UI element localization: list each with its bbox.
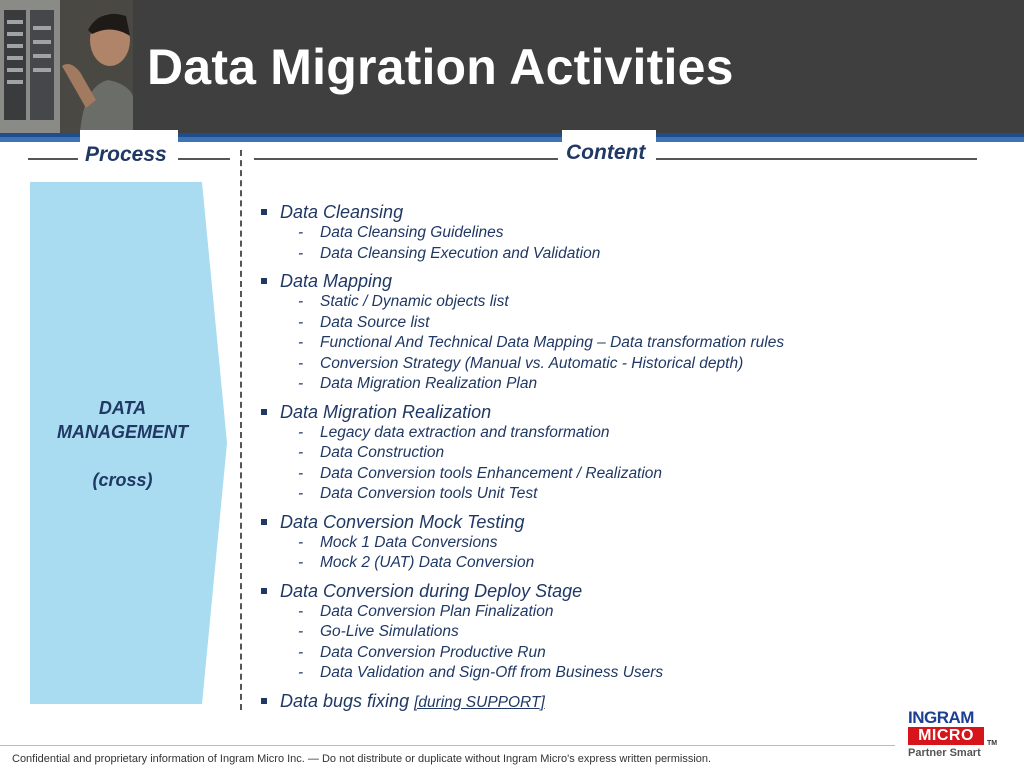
footer-rule <box>0 745 895 746</box>
group-title: Data Cleansing <box>280 202 404 222</box>
list-item: Data Conversion during Deploy Stage <box>258 580 998 602</box>
bullet-square-icon <box>261 278 267 284</box>
process-rule-right <box>178 158 230 160</box>
sub-item: -Go-Live Simulations <box>298 623 459 640</box>
sub-item: -Data Conversion tools Enhancement / Rea… <box>298 464 663 482</box>
sub-item: -Static / Dynamic objects list <box>298 293 509 310</box>
sub-item: -Functional And Technical Data Mapping –… <box>298 334 785 351</box>
sub-item: -Data Conversion Productive Run <box>298 643 546 661</box>
sub-item: -Data Conversion Plan Finalization <box>298 602 554 620</box>
sub-item-text: Conversion Strategy (Manual vs. Automati… <box>320 354 744 372</box>
sub-item: -Data Validation and Sign-Off from Busin… <box>298 664 664 681</box>
bullet-square-icon <box>261 697 267 704</box>
content-group-mock-testing: Data Conversion Mock Testing -Mock 1 Dat… <box>258 511 998 574</box>
process-heading: Process <box>85 143 167 166</box>
sub-item-text: Go-Live Simulations <box>320 623 459 640</box>
sub-item-text: Functional And Technical Data Mapping – … <box>320 334 785 351</box>
page-title: Data Migration Activities <box>147 39 734 95</box>
group-title: Data Conversion Mock Testing <box>280 511 525 532</box>
sub-item: -Data Cleansing Execution and Validation <box>298 244 601 262</box>
logo-tm-text: TM <box>987 740 998 747</box>
list-item: Data Cleansing <box>258 201 998 223</box>
band-gap-process <box>80 130 178 144</box>
logo-ingram-text: INGRAM <box>908 708 974 727</box>
process-line-1: DATA <box>98 398 147 418</box>
content-group-bugs: Data bugs fixing [during SUPPORT] <box>258 690 998 714</box>
sub-item-text: Legacy data extraction and transformatio… <box>320 423 610 441</box>
sub-item: -Data Conversion tools Unit Test <box>298 485 538 502</box>
group-title: Data Mapping <box>280 271 393 291</box>
process-line-3: (cross) <box>92 470 153 490</box>
sub-item-text: Data Conversion tools Unit Test <box>320 485 538 502</box>
process-label: DATA MANAGEMENT (cross) <box>30 396 215 492</box>
sub-item: -Legacy data extraction and transformati… <box>298 423 610 441</box>
sub-item: -Data Migration Realization Plan <box>298 375 538 392</box>
sub-item: -Conversion Strategy (Manual vs. Automat… <box>298 354 744 372</box>
content-group-cleansing: Data Cleansing -Data Cleansing Guideline… <box>258 201 998 264</box>
sub-item: -Mock 2 (UAT) Data Conversion <box>298 554 535 571</box>
logo-micro-text: MICRO <box>908 727 984 745</box>
list-item: Data bugs fixing [during SUPPORT] <box>258 690 998 714</box>
bullet-square-icon <box>261 209 267 215</box>
sub-item-text: Data Migration Realization Plan <box>320 375 538 392</box>
content-group-mapping: Data Mapping -Static / Dynamic objects l… <box>258 270 998 395</box>
group-title: Data Migration Realization <box>280 401 492 422</box>
content-rule-right <box>656 158 977 160</box>
list-item: Data Conversion Mock Testing <box>258 511 998 533</box>
content-rule-left <box>254 158 558 160</box>
sub-item-text: Mock 2 (UAT) Data Conversion <box>320 554 535 571</box>
support-note: [during SUPPORT] <box>414 693 545 711</box>
sub-item-text: Data Conversion Plan Finalization <box>320 602 554 620</box>
bullet-square-icon <box>261 408 267 415</box>
server-room-photo <box>0 0 133 133</box>
sub-item-text: Mock 1 Data Conversions <box>320 533 498 551</box>
header-photo <box>0 0 133 133</box>
process-rule-left <box>28 158 78 160</box>
content-list: Data Cleansing -Data Cleansing Guideline… <box>258 201 998 720</box>
footer-confidential: Confidential and proprietary information… <box>12 753 712 765</box>
group-title: Data Conversion during Deploy Stage <box>280 580 583 601</box>
sub-item: -Data Source list <box>298 313 430 331</box>
sub-item-text: Data Cleansing Execution and Validation <box>320 244 601 262</box>
column-divider <box>240 150 242 710</box>
sub-item: -Data Cleansing Guidelines <box>298 224 504 241</box>
sub-item-text: Static / Dynamic objects list <box>320 293 509 310</box>
bullet-square-icon <box>261 518 267 525</box>
band-gap-content <box>562 130 656 144</box>
bullet-square-icon <box>261 587 267 594</box>
sub-item-text: Data Conversion tools Enhancement / Real… <box>320 464 663 482</box>
sub-item-text: Data Construction <box>320 444 445 461</box>
content-group-realization: Data Migration Realization -Legacy data … <box>258 401 998 505</box>
list-item: Data Mapping <box>258 270 998 292</box>
header-band-dark <box>0 133 1024 137</box>
process-line-2: MANAGEMENT <box>57 422 188 442</box>
sub-item-text: Data Validation and Sign-Off from Busine… <box>320 664 664 681</box>
ingram-micro-logo: INGRAM MICRO Partner Smart TM <box>905 708 998 764</box>
logo-partner-text: Partner Smart <box>908 747 981 759</box>
content-group-deploy: Data Conversion during Deploy Stage -Dat… <box>258 580 998 684</box>
header-band-light <box>0 137 1024 142</box>
sub-item-text: Data Cleansing Guidelines <box>320 224 504 241</box>
content-heading: Content <box>566 141 646 164</box>
sub-item: -Mock 1 Data Conversions <box>298 533 498 551</box>
list-item: Data Migration Realization <box>258 401 998 423</box>
process-chevron <box>30 182 227 704</box>
sub-item: -Data Construction <box>298 444 445 461</box>
sub-item-text: Data Source list <box>320 313 430 331</box>
group-title: Data bugs fixing <box>280 690 410 711</box>
sub-item-text: Data Conversion Productive Run <box>320 643 546 661</box>
header-bar: Data Migration Activities <box>0 0 1024 133</box>
